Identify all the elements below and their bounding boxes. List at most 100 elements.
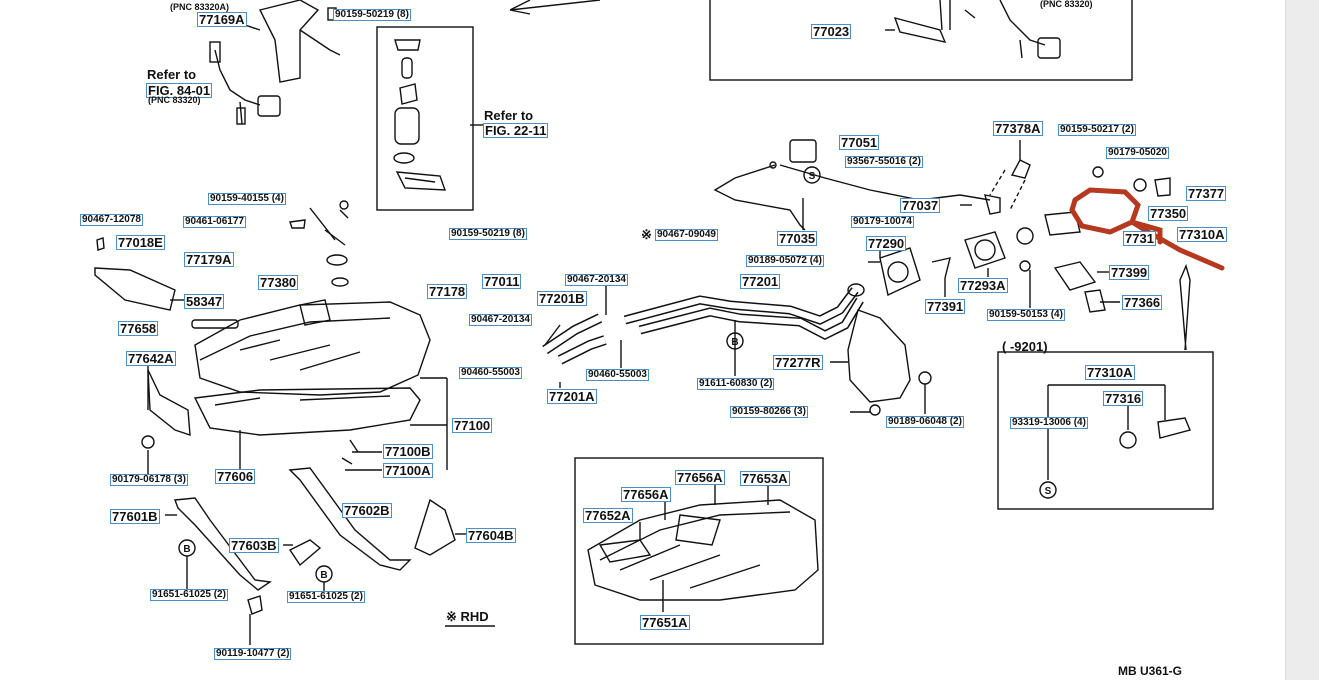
part-label-77179A[interactable]: 77179A [184,252,234,267]
clips-drawing [96,200,349,287]
part-label-77399[interactable]: 77399 [1109,265,1150,280]
pump-group-box [376,26,474,211]
part-label-77658[interactable]: 77658 [118,321,159,336]
box-part-label-77316[interactable]: 77316 [1103,391,1144,406]
part-label-90189-05072-4[interactable]: 90189-05072 (4) [746,255,824,267]
part-label-77100A[interactable]: 77100A [383,463,433,478]
part-label-77656A-b[interactable]: 77656A [621,487,671,502]
part-label-77602B[interactable]: 77602B [342,503,392,518]
filler-neck-drawing [879,166,1171,313]
part-label-90159-50219-8[interactable]: 90159-50219 (8) [449,228,527,240]
part-label-77018E[interactable]: 77018E [116,235,165,250]
part-label-77023[interactable]: 77023 [811,24,852,39]
part-label-77201[interactable]: 77201 [740,274,781,289]
part-label-91651-61025-2-a[interactable]: 91651-61025 (2) [150,589,228,601]
symbol-b-3: B [320,570,327,581]
part-label-90179-05020[interactable]: 90179-05020 [1106,147,1169,159]
part-label-77391[interactable]: 77391 [925,299,966,314]
part-label-90460-55003-b[interactable]: 90460-55003 [586,369,649,381]
symbol-s-2: S [1045,486,1052,497]
pnc-note-top-left: (PNC 83320A) [170,2,230,12]
part-label-77380[interactable]: 77380 [258,275,299,290]
part-label-90159-50219-8-top[interactable]: 90159-50219 (8) [333,9,411,21]
symbol-b-1: B [731,337,738,348]
fig-84-01-link[interactable]: FIG. 84-01 [146,83,213,98]
part-label-77100[interactable]: 77100 [452,418,493,433]
part-label-90179-06178-3[interactable]: 90179-06178 (3) [110,474,188,486]
part-label-77290[interactable]: 77290 [866,236,907,251]
wire-harness-drawing [209,41,281,125]
part-label-91651-61025-2-b[interactable]: 91651-61025 (2) [287,591,365,603]
up-arrow-icon [1179,263,1191,351]
markup-arrow-icon [1069,187,1225,271]
model-range-note: ( -9201) [1002,339,1048,354]
part-label-90159-50153-4[interactable]: 90159-50153 (4) [987,309,1065,321]
lower-tank-box [574,457,824,645]
box-part-label-93319-13006-4[interactable]: 93319-13006 (4) [1010,417,1088,429]
part-label-90467-20134-a[interactable]: 90467-20134 [565,274,628,286]
part-label-77011[interactable]: 77011 [482,274,522,289]
part-label-90159-50217-2[interactable]: 90159-50217 (2) [1058,124,1136,136]
part-label-90467-12078[interactable]: 90467-12078 [80,214,143,226]
part-label-90460-55003-a[interactable]: 90460-55003 [459,367,522,379]
pnc-83320-note: (PNC 83320) [148,95,201,105]
symbol-b-2: B [183,544,190,555]
rhd-note: ※ RHD [446,609,489,624]
pointer-arrow-icon [509,0,601,15]
part-label-77606[interactable]: 77606 [215,469,256,484]
part-label-90467-09049[interactable]: 90467-09049 [655,229,718,241]
side-bracket-drawing [147,369,191,436]
part-label-58347[interactable]: 58347 [184,294,225,309]
part-label-77169A[interactable]: 77169A [197,12,247,27]
part-label-90159-40155-4[interactable]: 90159-40155 (4) [208,193,286,205]
part-label-90159-80266-3[interactable]: 90159-80266 (3) [730,406,808,418]
part-label-77604B[interactable]: 77604B [466,528,516,543]
part-label-77201B[interactable]: 77201B [537,291,587,306]
heat-shield-drawing [94,267,176,311]
part-label-90461-06177[interactable]: 90461-06177 [183,216,246,228]
part-label-77035[interactable]: 77035 [777,231,818,246]
part-label-77656A[interactable]: 77656A [675,470,725,485]
part-label-7731x[interactable]: 7731 [1123,231,1156,246]
protector-strip-drawing [191,319,239,329]
part-label-77366[interactable]: 77366 [1122,295,1163,310]
part-label-90179-10074[interactable]: 90179-10074 [851,216,914,228]
part-label-77653A[interactable]: 77653A [740,471,790,486]
box-part-label-77310A[interactable]: 77310A [1085,365,1135,380]
fuel-hoses-drawing [542,283,865,365]
part-label-90467-20134-b[interactable]: 90467-20134 [469,314,532,326]
figure-code: MB U361-G [1118,664,1183,678]
part-label-77100B[interactable]: 77100B [383,444,433,459]
part-label-77652A[interactable]: 77652A [583,508,633,523]
release-cable-drawing [713,139,1001,231]
part-label-90189-06048-2[interactable]: 90189-06048 (2) [886,416,964,428]
part-label-77601B[interactable]: 77601B [110,509,160,524]
part-label-77178[interactable]: 77178 [427,284,468,299]
part-label-90119-10477-2[interactable]: 90119-10477 (2) [214,648,292,660]
rhd-mark: ※ [641,227,652,242]
part-label-77603B[interactable]: 77603B [229,538,279,553]
fuel-tank-exploded-diagram: S B B B S [94,0,1225,645]
lower-tank-drawing [587,499,819,601]
part-label-77350[interactable]: 77350 [1148,206,1189,221]
refer-to-label-left: Refer to [147,67,197,82]
part-label-77037[interactable]: 77037 [900,198,941,213]
part-label-77310A[interactable]: 77310A [1177,227,1227,242]
part-label-91611-60830-2[interactable]: 91611-60830 (2) [697,378,775,390]
fuel-tank-drawing [193,299,431,436]
part-label-77651A[interactable]: 77651A [640,615,690,630]
part-label-77051[interactable]: 77051 [839,135,880,150]
part-label-77378A[interactable]: 77378A [993,121,1043,136]
part-label-77293A[interactable]: 77293A [958,278,1008,293]
symbol-s-1: S [809,171,816,182]
sender-gauge-drawing [893,0,1061,59]
tank-straps-drawing [174,467,456,645]
fig-22-11-link[interactable]: FIG. 22-11 [483,123,549,138]
part-label-77642A[interactable]: 77642A [126,351,176,366]
part-label-77201A[interactable]: 77201A [547,389,597,404]
part-label-93567-55016-2[interactable]: 93567-55016 (2) [845,156,923,168]
part-label-77277R[interactable]: 77277R [773,355,823,370]
parts-diagram-sheet: S B B B S 77169A (PNC 83320A) 90159-5021… [80,0,1227,678]
part-label-77377[interactable]: 77377 [1186,186,1227,201]
scrollbar-rail[interactable] [1285,0,1319,680]
